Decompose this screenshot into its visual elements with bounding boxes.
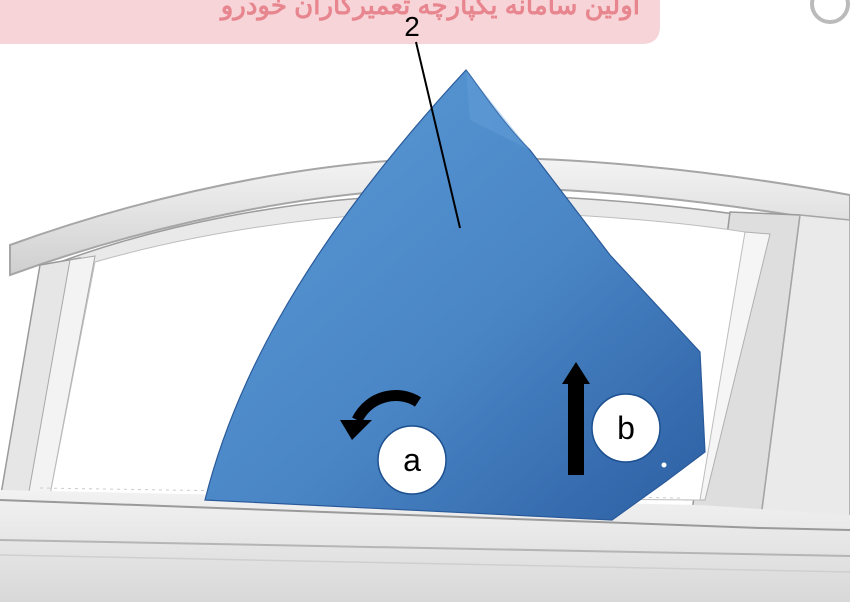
watermark-text: اولین سامانه یکپارچه تعمیرکاران خودرو xyxy=(219,0,640,21)
counterclockwise-curved-arrow-icon xyxy=(340,390,422,440)
up-arrow-icon xyxy=(562,362,590,475)
callout-a: a xyxy=(377,425,447,495)
part-2-leader-line xyxy=(415,41,461,229)
callout-b-label: b xyxy=(617,410,635,446)
watermark-banner: اولین سامانه یکپارچه تعمیرکاران خودرو xyxy=(0,0,850,44)
callout-b: b xyxy=(591,393,661,463)
watermark-logo xyxy=(810,0,850,24)
part-number-label: 2 xyxy=(404,11,420,42)
callout-a-label: a xyxy=(403,442,421,478)
